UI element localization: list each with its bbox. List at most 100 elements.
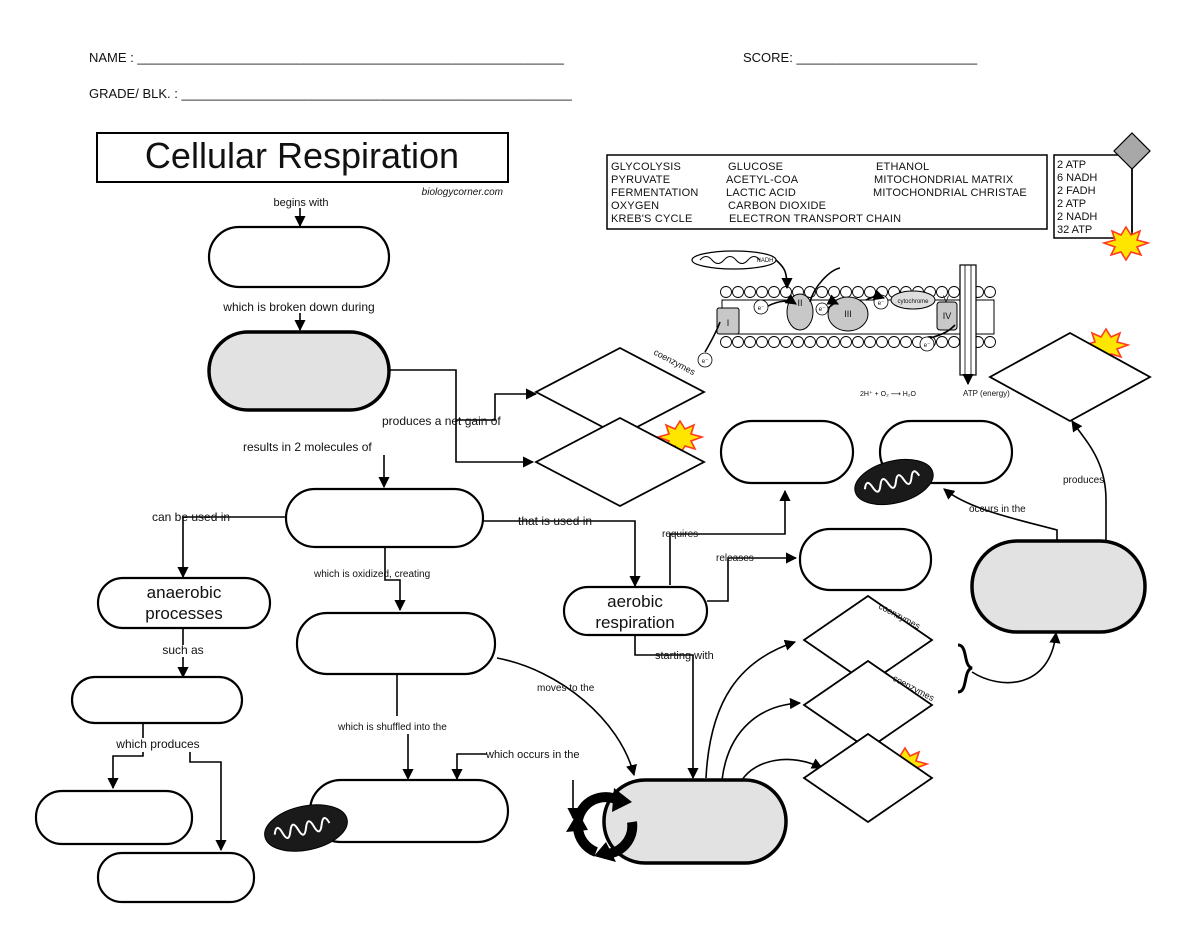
label-oxidized: which is oxidized, creating: [313, 569, 430, 580]
phospholipid-head: [948, 286, 960, 298]
answer-diamond-krebs-atp[interactable]: [802, 732, 934, 824]
connector-arrow: [669, 489, 791, 585]
connector-arrow: [384, 548, 406, 612]
phospholipid-head: [756, 336, 768, 348]
aerobic-label-line-2: respiration: [595, 613, 674, 632]
word-bank: [606, 154, 1048, 230]
phospholipid-head: [900, 336, 912, 348]
answer-diamond-nadh-glycolysis[interactable]: [534, 416, 706, 508]
word-bank-col-3: ETHANOL MITOCHONDRIAL MATRIX MITOCHONDRI…: [873, 161, 1027, 199]
answer-blank-glucose[interactable]: [207, 225, 391, 289]
phospholipid-head: [744, 286, 756, 298]
phospholipid-head: [852, 286, 864, 298]
connector-arrow: [721, 697, 802, 781]
anaerobic-processes-node: [96, 576, 272, 630]
label-can-be-used-in: can be used in: [152, 510, 230, 524]
phospholipid-head: [876, 336, 888, 348]
connector-arrow: [741, 758, 824, 781]
phospholipid-head: [768, 336, 780, 348]
connector-arrow: [189, 752, 227, 852]
aerobic-label-line-1: aerobic: [607, 592, 663, 611]
complex-3: [827, 296, 869, 332]
label-begins-with: begins with: [273, 197, 328, 209]
phospholipid-head: [720, 286, 732, 298]
answer-blank-pyruvate[interactable]: [284, 487, 485, 549]
phospholipid-head: [756, 286, 768, 298]
label-releases: releases: [716, 553, 754, 564]
answer-blank-carbon-dioxide[interactable]: [798, 527, 933, 592]
label-results-in: results in 2 molecules of: [243, 440, 372, 454]
answer-blank-krebs-cycle[interactable]: [602, 778, 788, 865]
brace: [957, 643, 973, 694]
phospholipid-head: [984, 336, 996, 348]
answer-blank-etc[interactable]: [970, 539, 1147, 634]
electron-marker: [697, 352, 713, 368]
anaerobic-label-line-1: anaerobic: [147, 583, 222, 602]
word-bank-col-1: GLYCOLYSIS PYRUVATE FERMENTATION OXYGEN …: [611, 161, 699, 225]
complex-4-label: IV: [943, 311, 952, 321]
word-bank-term: ACETYL-COA: [726, 174, 799, 186]
phospholipid-head: [792, 336, 804, 348]
electron-marker: [753, 299, 769, 315]
name-field-label: NAME : _________________________________…: [89, 50, 564, 65]
grade-block-field-label: GRADE/ BLK. : __________________________…: [89, 86, 572, 101]
label-broken-down: which is broken down during: [222, 300, 374, 314]
label-which-occurs-in: which occurs in the: [485, 749, 580, 761]
electron-label: e⁻: [758, 306, 765, 312]
phospholipid-head: [816, 286, 828, 298]
anaerobic-label-line-2: processes: [145, 604, 222, 623]
word-bank-term: ETHANOL: [876, 161, 929, 173]
connector-arrow: [707, 552, 798, 602]
cycle-arrows-icon: [566, 788, 638, 862]
title-text: Cellular Respiration: [145, 135, 459, 176]
word-bank-term: FERMENTATION: [611, 187, 699, 199]
phospholipid-row-top: [720, 286, 996, 298]
credit-text: biologycorner.com: [422, 187, 503, 198]
answer-blank-glycolysis[interactable]: [207, 330, 391, 412]
answer-blank-fermentation[interactable]: [70, 675, 244, 725]
word-bank-term: ELECTRON TRANSPORT CHAIN: [729, 213, 901, 225]
answer-blank-acetyl-coa[interactable]: [295, 611, 497, 676]
electron-label: e⁻: [819, 307, 826, 313]
electron-label: e⁻: [878, 301, 885, 307]
label-shuffled-into: which is shuffled into the: [337, 722, 447, 733]
atp-energy-label: ATP (energy): [963, 389, 1010, 398]
connector-arrow: [705, 639, 797, 779]
phospholipid-head: [936, 286, 948, 298]
electron-marker: [919, 336, 935, 352]
title-box: [96, 132, 509, 183]
cytochrome: [890, 290, 936, 310]
mitochondrion-icon: [264, 804, 348, 852]
atp-yield-item: 2 NADH: [1057, 211, 1097, 223]
atp-yield-item: 32 ATP: [1057, 224, 1092, 236]
atp-yield-item: 6 NADH: [1057, 172, 1097, 184]
connector-arrow: [943, 488, 1058, 540]
electron-marker: [815, 302, 829, 316]
phospholipid-head: [828, 286, 840, 298]
nadh-label: NADH: [756, 258, 773, 264]
atp-yield-item: 2 FADH: [1057, 185, 1096, 197]
complex-5-label: V: [943, 294, 949, 304]
word-bank-term: PYRUVATE: [611, 174, 670, 186]
mitochondrion-icon: [854, 458, 934, 506]
connector-arrow: [451, 753, 487, 781]
connector-arrow: [177, 516, 286, 579]
phospholipid-head: [852, 336, 864, 348]
label-moves-to: moves to the: [537, 683, 595, 694]
nadh-shuttle: [691, 250, 777, 270]
phospholipid-head: [816, 336, 828, 348]
water-reaction-label: 2H⁺ + O₂ ⟶ H₂O: [860, 390, 916, 398]
phospholipid-head: [732, 286, 744, 298]
phospholipid-head: [984, 286, 996, 298]
connector-arrow: [971, 631, 1061, 684]
answer-blank-ferment-product-1[interactable]: [34, 789, 194, 846]
answer-blank-ferment-product-2[interactable]: [96, 851, 256, 904]
answer-blank-oxygen[interactable]: [719, 419, 855, 485]
phospholipid-row-bottom: [720, 336, 996, 348]
answer-diamond-etc-atp[interactable]: [988, 331, 1152, 423]
cytochrome-label: cytochrome: [897, 299, 929, 305]
complex-1-label: I: [727, 318, 730, 328]
phospholipid-head: [936, 336, 948, 348]
connector-arrow: [389, 369, 535, 468]
